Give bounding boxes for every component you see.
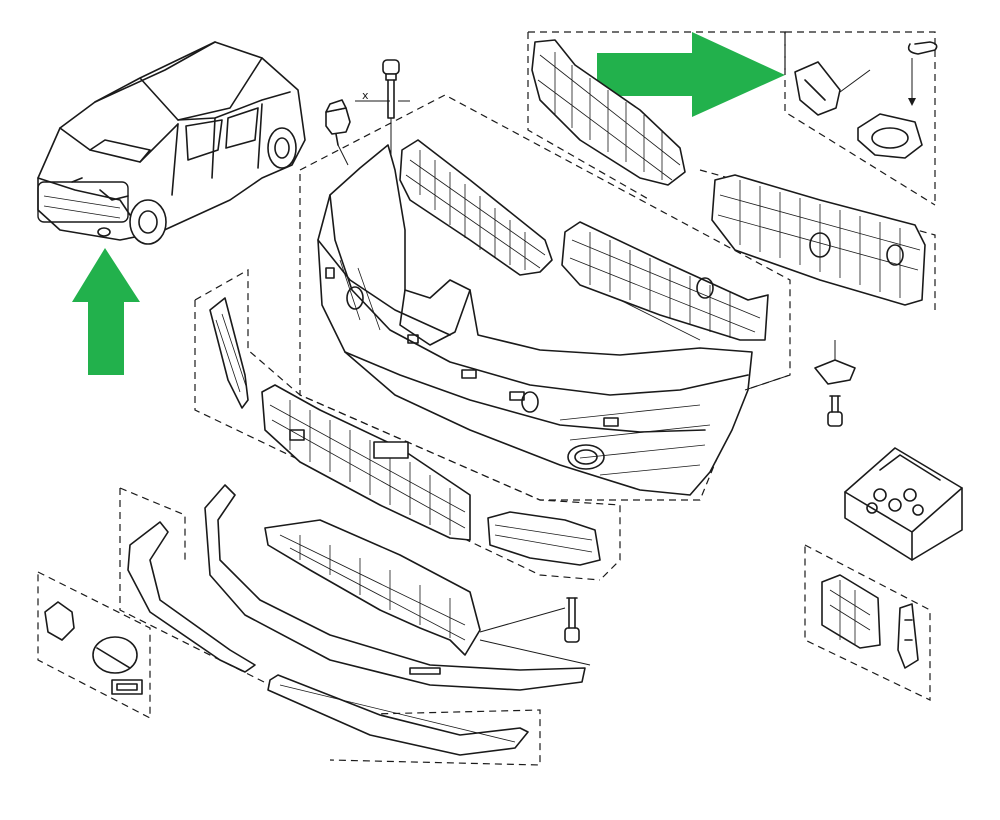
- side-trim-left: [209, 297, 249, 409]
- air-deflector-tray: [264, 519, 481, 656]
- bumper-reinforcement-right: [711, 174, 926, 306]
- lower-lip-strip: [267, 674, 529, 756]
- right-beam-frame: [699, 169, 936, 310]
- arrow-right-icon: [597, 32, 785, 117]
- clip-nut-right: [814, 340, 856, 385]
- spring-clip: [907, 41, 938, 55]
- front-spoiler: [204, 484, 586, 691]
- lower-lip-frame: [119, 488, 541, 766]
- side-trim-right: [487, 511, 601, 566]
- headlight-bracket-clip: [794, 61, 841, 116]
- lower-grille: [261, 384, 471, 541]
- fog-light-opening: [567, 444, 605, 470]
- leader-lines: [479, 607, 591, 666]
- front-bumper-cover: [317, 144, 791, 496]
- bumper-reinforcement-center: [561, 221, 769, 341]
- side-bracket-frame: [804, 544, 931, 701]
- dimension-label: x: [362, 89, 369, 102]
- headlight-mount-ring: [857, 113, 923, 159]
- bolt-lower: [564, 597, 580, 643]
- grille-insert: [373, 441, 409, 459]
- grille-frame: [194, 268, 621, 581]
- fog-light-cover: [111, 679, 143, 695]
- fog-light-lens: [92, 636, 138, 674]
- car-front-bumper-highlight: [37, 181, 129, 223]
- car-thumbnail: [37, 41, 306, 245]
- fog-light-bracket: [44, 601, 75, 641]
- clip-kit-box: [844, 447, 963, 561]
- clip-fastener: [325, 99, 351, 166]
- side-bracket-left: [821, 574, 881, 649]
- car-fog-light: [97, 227, 111, 237]
- arrow-up-icon: [72, 248, 140, 375]
- bumper-reinforcement-left: [399, 139, 553, 276]
- headlight-bracket-frame: [785, 31, 936, 205]
- lower-lip-spoiler: [127, 521, 256, 673]
- upper-reinforcement: [531, 39, 686, 186]
- side-bracket-right: [897, 603, 919, 669]
- bolt-right: [827, 395, 843, 427]
